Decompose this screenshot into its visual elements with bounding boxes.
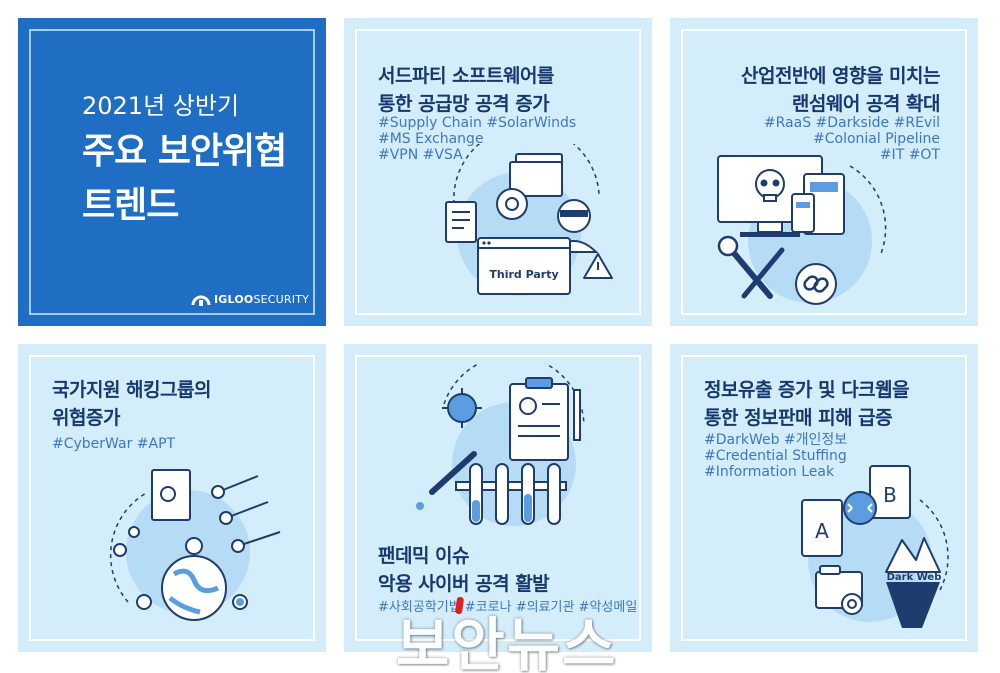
pandemic-illustration [416,364,585,526]
card-supply-chain: 서드파티 소프트웨어를 통한 공급망 공격 증가 #Supply Chain #… [344,18,652,326]
card-tag-line: #Credential Stuffing [704,448,847,464]
cyberwar-illustration [109,469,281,621]
dropper-icon [416,451,477,510]
card-title: 국가지원 해킹그룹의 위협증가 [52,376,211,432]
logo-text-light: SECURITY [253,293,310,306]
bug-icon [113,526,140,557]
card-state-hacking: 국가지원 해킹그룹의 위협증가 #CyberWar #APT [18,344,326,652]
card-tags: #RaaS #Darkside #REvil #Colonial Pipelin… [764,115,940,163]
doc-letter-a: A [815,519,829,543]
test-tubes-icon [455,463,567,525]
browser-window-icon: Third Party [477,237,571,295]
logo-text-bold: IGLOO [214,293,254,306]
card-dark-web: 정보유출 증가 및 다크웹을 통한 정보판매 피해 급증 #DarkWeb #개… [670,344,978,652]
code-bubble-icon [843,491,877,525]
document-a-icon: A [801,499,843,557]
skull-icon [755,169,785,202]
card-title-line: 정보유출 증가 및 다크웹을 [704,379,910,401]
card-tag-line: #DarkWeb #개인정보 [704,432,848,448]
phone-icon [791,193,815,233]
card-title: 정보유출 증가 및 다크웹을 통한 정보판매 피해 급증 [704,376,910,432]
card-title-line: 위협증가 [52,407,120,429]
card-frame [681,29,967,315]
document-icon [445,201,477,243]
third-party-label: Third Party [489,268,558,281]
chain-link-icon [795,263,837,305]
card-tag-line: #MS Exchange [378,131,484,147]
boannews-watermark: 보안뉴스 [396,611,618,673]
folder-icon [509,153,563,197]
supply-chain-illustration: Third Party [445,144,613,296]
card-frame [681,355,967,641]
document-b-icon: B [869,465,911,519]
card-title: 팬데믹 이슈 악용 사이버 공격 활발 [378,542,550,598]
card-frame [355,29,641,315]
card-title-line: 통한 정보판매 피해 급증 [704,407,893,429]
card-title-line: 산업전반에 영향을 미치는 [740,65,941,87]
globe-icon [161,555,227,621]
pen-icon [573,389,581,441]
igloo-logo-icon [191,295,211,306]
card-tag-line: #Colonial Pipeline [813,131,940,147]
user-network-icon [136,537,248,610]
card-title-line: 통한 공급망 공격 증가 [378,93,550,115]
iceberg-icon: Dark Web [885,537,942,628]
code-document-icon [151,469,191,521]
card-tags: #Supply Chain #SolarWinds #MS Exchange #… [378,115,576,163]
warning-icon [583,253,613,279]
card-frame [29,355,315,641]
card-tags: #CyberWar #APT [52,436,175,452]
clipboard-icon [509,377,569,461]
card-frame [355,355,641,641]
card-tag-line: #Supply Chain #SolarWinds [378,115,577,131]
card-tag-line: #IT #OT [879,147,940,163]
dark-web-label: Dark Web [887,572,942,583]
card-tags: #사회공학기법 #코로나 #의료기관 #악성메일 [378,600,637,616]
card-tag-line: #Information Leak [704,464,835,480]
cover-card-frame [29,29,315,315]
cover-title-line3: 트렌드 [82,185,179,226]
dark-web-illustration: B A Dark Web [801,465,949,628]
card-tag-line: #VPN #VSA [378,147,463,163]
cover-title-line2: 주요 보안위협 [82,131,287,172]
card-ransomware: 산업전반에 영향을 미치는 랜섬웨어 공격 확대 #RaaS #Darkside… [670,18,978,326]
card-tag-line: #RaaS #Darkside #REvil [763,115,940,131]
gear-icon [496,188,528,220]
ransomware-illustration [717,155,887,305]
card-tags: #DarkWeb #개인정보 #Credential Stuffing #Inf… [704,432,847,480]
card-title-line: 팬데믹 이슈 [378,545,470,567]
gear-icon [841,593,863,615]
card-title-line: 악용 사이버 공격 활발 [378,573,550,595]
cover-card: 2021년 상반기 주요 보안위협 트렌드 IGLOO SECURITY [18,18,326,326]
card-title-line: 국가지원 해킹그룹의 [52,379,211,401]
doc-letter-b: B [883,483,897,507]
card-title-line: 랜섬웨어 공격 확대 [791,93,941,115]
card-title-line: 서드파티 소프트웨어를 [378,65,554,87]
card-tag-line: #사회공학기법 #코로나 #의료기관 #악성메일 [378,600,638,615]
virus-icon [442,388,482,428]
missile-icon [211,475,281,553]
igloo-security-logo: IGLOO SECURITY [191,293,309,306]
card-pandemic: 팬데믹 이슈 악용 사이버 공격 활발 #사회공학기법 #코로나 #의료기관 #… [344,344,652,652]
cover-year-line: 2021년 상반기 [82,92,240,120]
tools-icon [717,235,785,299]
card-title: 서드파티 소프트웨어를 통한 공급망 공격 증가 [378,62,554,118]
card-title: 산업전반에 영향을 미치는 랜섬웨어 공격 확대 [740,62,941,118]
card-tag-line: #CyberWar #APT [52,436,176,452]
